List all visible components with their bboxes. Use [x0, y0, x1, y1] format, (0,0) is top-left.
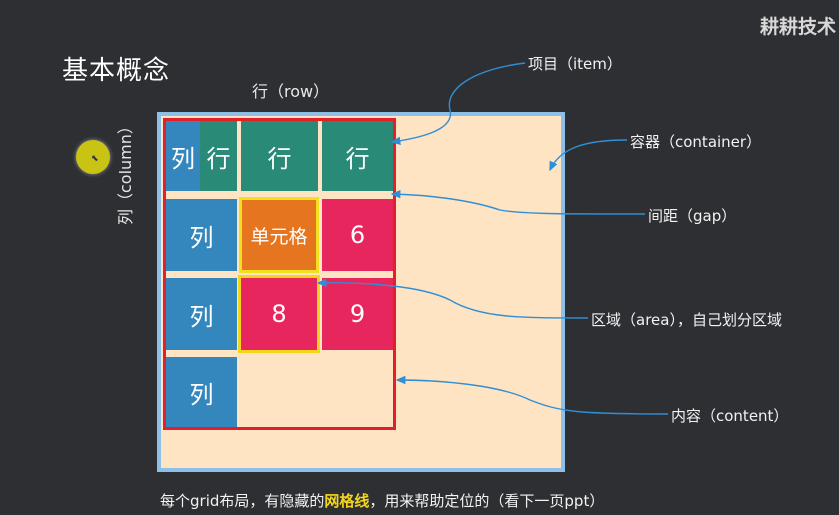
grid-item-column-4: 列: [166, 357, 237, 427]
footer-highlight: 网格线: [324, 492, 370, 510]
annotation-item: 项目（item）: [528, 55, 622, 73]
grid-item-column-1: 列: [166, 121, 200, 191]
slide-title: 基本概念: [62, 56, 171, 86]
row-axis-label: 行（row）: [252, 82, 330, 101]
annotation-gap: 间距（gap）: [648, 207, 737, 225]
grid-item-row-1: 行: [200, 121, 237, 191]
grid-item-row-3: 行: [322, 121, 393, 191]
footer-text-after: ，用来帮助定位的（看下一页ppt）: [369, 492, 605, 510]
footer-note: 每个grid布局，有隐藏的网格线，用来帮助定位的（看下一页ppt）: [160, 490, 604, 511]
annotation-container: 容器（container）: [630, 133, 762, 151]
grid-item-9: 9: [322, 278, 393, 350]
grid-cell-highlight: 单元格: [239, 197, 319, 273]
grid-item-column-3: 列: [166, 278, 237, 350]
grid-item-row-2: 行: [241, 121, 318, 191]
brand-watermark: 耕耕技术: [760, 16, 837, 38]
annotation-content: 内容（content）: [671, 407, 789, 425]
grid-item-6: 6: [322, 199, 393, 271]
grid-item-column-2: 列: [166, 199, 237, 271]
annotation-area: 区域（area），自己划分区域: [591, 311, 782, 329]
cursor-highlight-icon: ⬉: [76, 140, 110, 174]
footer-text-before: 每个grid布局，有隐藏的: [160, 492, 325, 510]
grid-content-border: [163, 118, 396, 430]
grid-item-8: 8: [238, 275, 320, 353]
